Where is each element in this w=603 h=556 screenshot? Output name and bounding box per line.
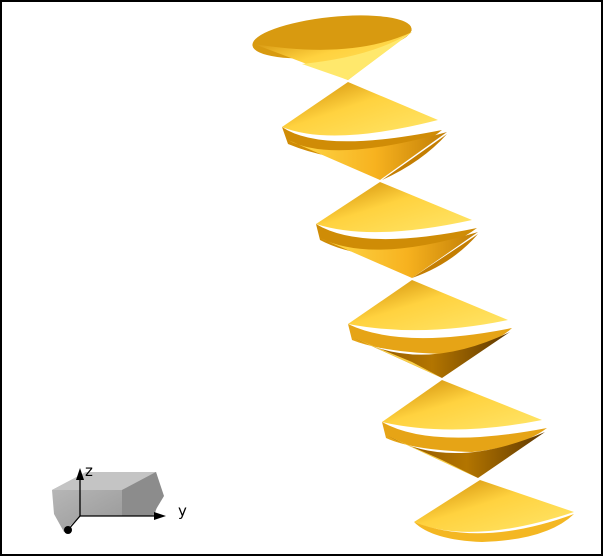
cone-segment-3 xyxy=(316,182,478,278)
y-axis-label: y xyxy=(178,502,187,520)
cone-segment-6 xyxy=(414,480,574,542)
cone-segment-2 xyxy=(282,82,447,180)
axis-triad[interactable]: z y xyxy=(52,462,187,534)
z-axis-label: z xyxy=(85,462,93,480)
cone-segment-4 xyxy=(348,280,512,378)
cone-segment-1 xyxy=(252,15,412,80)
cone-segment-5 xyxy=(382,380,547,478)
